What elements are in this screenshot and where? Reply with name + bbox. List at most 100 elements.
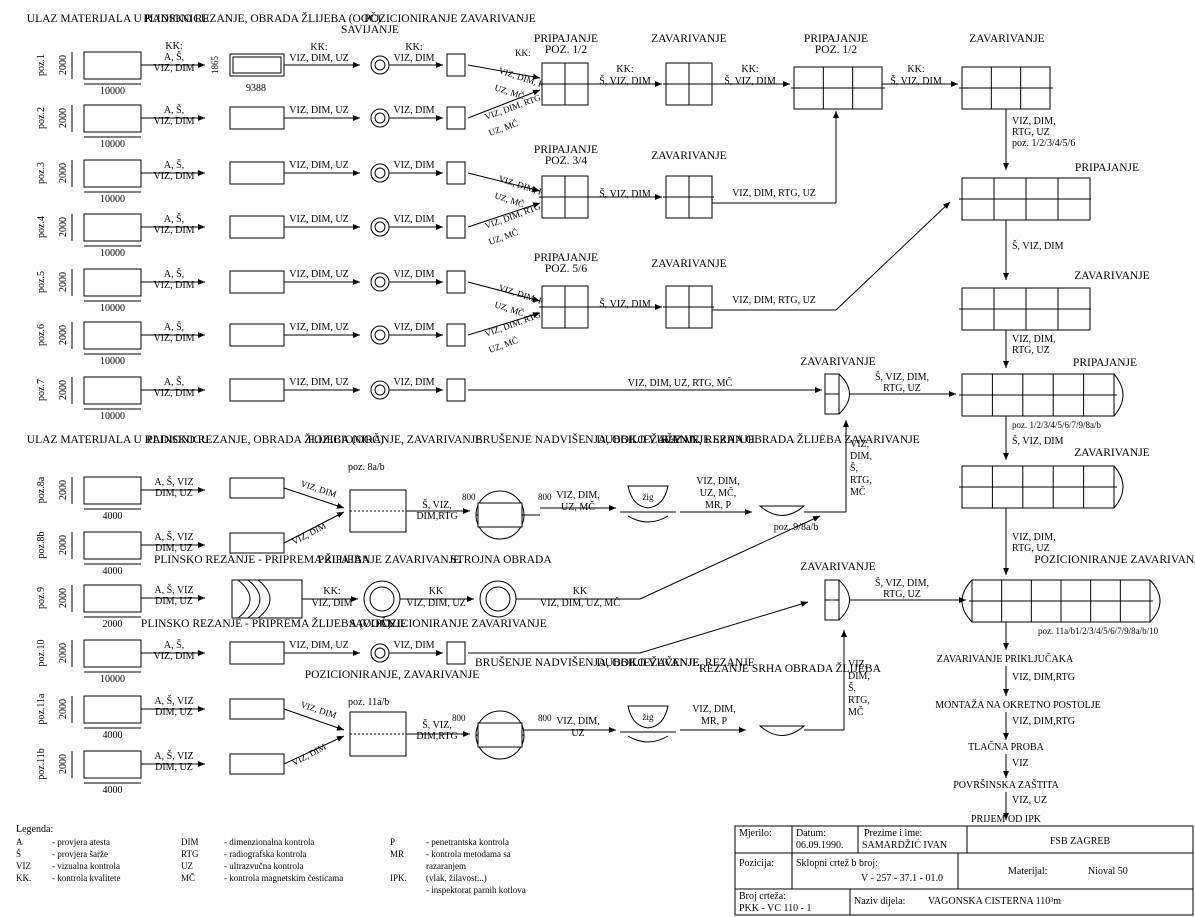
row-height-dim: 2000	[58, 163, 69, 183]
ring-arc	[247, 579, 261, 619]
label: MONTAŽA NA OKRETNO POSTOLJE	[935, 699, 1100, 711]
label: Š, VIZ, DIM	[599, 298, 651, 310]
machined-ring-inner	[485, 586, 511, 612]
label-line: VIZ, DIM, UZ, MČ	[540, 597, 620, 609]
label: KK:	[907, 64, 924, 75]
position-box	[446, 378, 466, 402]
legend-desc: - inspektorat parnih kotlova	[426, 885, 526, 895]
material-plate	[83, 639, 142, 668]
material-plate	[83, 51, 142, 80]
diag-label: UZ, MČ	[493, 82, 525, 101]
label-line: VIZ, DIM, UZ	[406, 598, 465, 609]
label-line: DIM, UZ	[155, 707, 193, 718]
row-length-dim: 10000	[100, 356, 125, 367]
row-height-dim: 2000	[58, 325, 69, 345]
ring-part-inner	[369, 586, 395, 612]
label-line: VIZ, DIM,	[556, 490, 600, 501]
label: VIZ, UZ	[1012, 795, 1047, 806]
legend-desc: - provjera šarže	[52, 849, 108, 859]
dim-9388: 9388	[246, 83, 266, 94]
row-position-label: poz.1	[36, 54, 47, 76]
label-line: MR, P	[705, 500, 732, 511]
label-line: A, Š,	[164, 213, 184, 225]
label-line: VIZ, DIM,	[696, 476, 740, 487]
label-line: MČ	[850, 486, 866, 498]
position-box	[446, 323, 466, 347]
label-line: VIZ, DIM,	[1012, 334, 1056, 345]
label-line: A, Š, VIZ	[154, 695, 193, 707]
bending-roll	[370, 217, 390, 237]
label-line: Š, VIZ,	[422, 499, 452, 511]
label-line: A, Š,	[164, 321, 184, 333]
tb-sklopni-label: Sklopni crtež b broj:	[796, 858, 878, 869]
bending-roll-inner	[374, 112, 386, 124]
header-zavarivanje-56: ZAVARIVANJE	[651, 258, 726, 270]
header-poz-34: POZ. 3/4	[545, 155, 587, 167]
label: Š, VIZ, DIM	[724, 75, 776, 87]
cutting-ring	[231, 579, 303, 619]
diag-label: VIZ, DIM	[290, 742, 327, 768]
label-line: RTG,	[848, 695, 870, 706]
legend-key: RTG	[181, 849, 199, 859]
bending-roll	[370, 380, 390, 400]
row-length-dim: 10000	[100, 674, 125, 685]
cutting-plate-8a	[229, 477, 285, 499]
label: VIZ	[1012, 758, 1029, 769]
ring-arc	[257, 579, 271, 619]
flow-arrow	[467, 89, 541, 119]
tb-naziv: VAGONSKA CISTERNA 110³m	[928, 896, 1061, 907]
material-plate	[83, 584, 142, 613]
ring-arc	[237, 579, 251, 619]
flow-arrow	[467, 202, 541, 228]
tb-naziv-label: Naziv dijela:	[854, 896, 905, 907]
header-poz-56: POZ. 5/6	[545, 263, 587, 275]
header-plinsko-2: PLINSKO REZANJE, OBRADA ŽLIJEBA (OOČ)	[146, 432, 384, 446]
material-plate	[83, 376, 142, 405]
header-zavarivanje-r2: ZAVARIVANJE	[1074, 270, 1149, 282]
cutting-plate	[229, 161, 285, 185]
flow-arrow	[468, 601, 809, 654]
header-duboko: DUBOKO VUČENJE	[597, 432, 700, 446]
label-line: Š,	[848, 682, 856, 694]
label: VIZ, DIM, UZ	[289, 214, 348, 225]
header-pozicioniranje-zav2: POZICIONIRANJE, ZAVARIVANJE	[305, 669, 479, 681]
tb-sklopni: V - 257 - 37.1 - 01.0	[861, 873, 943, 884]
head-cap	[1113, 465, 1124, 509]
tb-datum: 06.09.1990.	[796, 840, 844, 851]
label-line: A, Š, VIZ	[154, 584, 193, 596]
dim-800: 800	[538, 713, 552, 723]
row-position-label: poz.4	[36, 216, 47, 238]
label-line: VIZ, DIM,	[1012, 532, 1056, 543]
label: VIZ, DIM, RTG, UZ	[732, 188, 816, 199]
label-line: Š, VIZ,	[422, 719, 452, 731]
legend-desc: - vizualna kontrola	[52, 861, 120, 871]
label-line: VIZ, DIM	[153, 225, 194, 236]
label-line: RTG, UZ	[1012, 345, 1050, 356]
label-line: UZ, MČ,	[700, 487, 736, 499]
row-height-dim: 2000	[58, 380, 69, 400]
label: VIZ, DIM, UZ	[289, 377, 348, 388]
label: VIZ, DIM	[393, 214, 434, 225]
cutting-plate	[229, 215, 285, 239]
row-position-label: poz.2	[36, 107, 47, 129]
row-position-label: poz.8a	[36, 476, 47, 503]
label-line: DIM,RTG	[416, 511, 457, 522]
bending-roll	[370, 325, 390, 345]
position-box	[446, 270, 466, 294]
label-line: poz. 1/2/3/4/5/6	[1012, 138, 1075, 149]
diag-label: UZ, MČ	[487, 227, 519, 247]
label-line: A, Š,	[164, 376, 184, 388]
bending-roll	[370, 272, 390, 292]
legend-desc: (vlak, žilavost...)	[426, 873, 487, 883]
diag-label: VIZ, DIM	[299, 699, 337, 720]
cutting-plate-11a	[229, 698, 285, 720]
dim-800: 800	[462, 492, 476, 502]
cutting-plate-inner	[232, 56, 282, 74]
label: Š, VIZ, DIM	[1012, 240, 1064, 252]
label-line: VIZ, DIM	[153, 63, 194, 74]
tb-materijal-label: Materijal:	[1008, 866, 1047, 877]
tb-pozicija-label: Pozicija:	[739, 858, 774, 869]
